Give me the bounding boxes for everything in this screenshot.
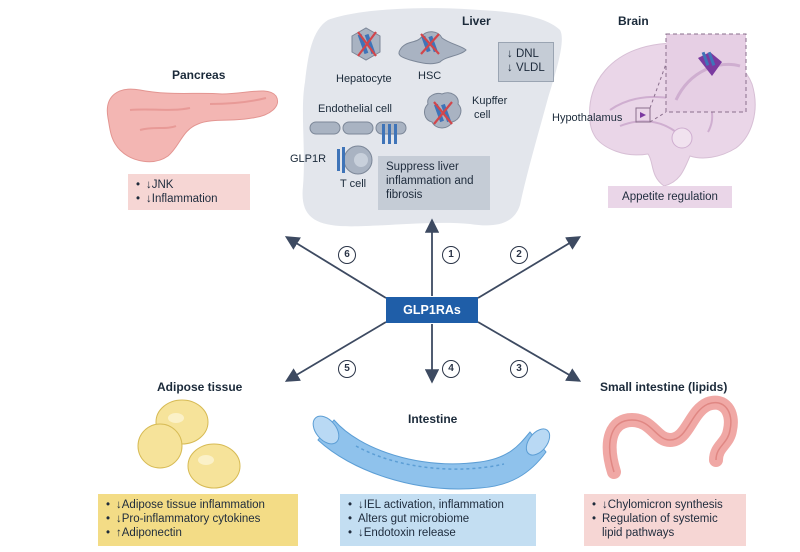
hsc-label: HSC — [418, 70, 442, 82]
brain-icon — [589, 33, 756, 187]
intestine-effect-item: Alters gut microbiome — [348, 512, 528, 526]
liver-effect-box: Suppress liver inflammation and fibrosis — [378, 156, 490, 210]
pancreas-title: Pancreas — [172, 68, 226, 82]
endothelial-cells-icon — [309, 121, 407, 144]
kupffer-label-line2: cell — [474, 109, 491, 121]
adipose-effect-item: ↓Pro-inflammatory cytokines — [106, 512, 290, 526]
dnl-line: ↓ DNL — [507, 48, 539, 60]
intestine-title: Intestine — [408, 412, 458, 426]
adipose-cells-icon — [137, 399, 241, 489]
arrow-pancreas — [284, 236, 387, 299]
intestine-effect-box: ↓IEL activation, inflammation Alters gut… — [340, 494, 536, 546]
pancreas-effect-item: ↓Inflammation — [136, 192, 242, 206]
kupffer-label-line1: Kupffer — [472, 95, 508, 107]
hepatocyte-label: Hepatocyte — [336, 73, 392, 85]
pancreas-effect-item: ↓JNK — [136, 178, 242, 192]
small-intestine-effect-item: ↓Chylomicron synthesis — [592, 498, 738, 512]
small-intestine-effect-continuation: lipid pathways — [602, 527, 675, 539]
liver-effect-line1: Suppress liver — [386, 161, 459, 173]
intestine-icon — [312, 415, 551, 490]
arrow-small-intestine — [477, 321, 582, 382]
brain-effect-box: Appetite regulation — [608, 186, 732, 208]
liver-effect-line2: inflammation and — [386, 175, 474, 187]
t-cell-icon — [337, 145, 373, 175]
adipose-effect-item: ↑Adiponectin — [106, 526, 290, 540]
endothelial-label: Endothelial cell — [318, 103, 392, 115]
dnl-vldl-box: ↓ DNL ↓ VLDL — [498, 42, 554, 82]
arrow-adipose — [284, 321, 387, 382]
vldl-line: ↓ VLDL — [507, 62, 545, 74]
pathway-number-1: 1 — [442, 246, 460, 264]
pathway-number-3: 3 — [510, 360, 528, 378]
small-intestine-title: Small intestine (lipids) — [600, 380, 728, 394]
adipose-effect-box: ↓Adipose tissue inflammation ↓Pro-inflam… — [98, 494, 298, 546]
pathway-number-2: 2 — [510, 246, 528, 264]
hypothalamus-label: Hypothalamus — [552, 112, 623, 124]
hsc-icon — [398, 31, 467, 65]
small-intestine-icon — [602, 395, 738, 479]
tcell-label: T cell — [340, 178, 367, 190]
arrow-brain — [477, 236, 582, 299]
small-intestine-effect-box: ↓Chylomicron synthesis Regulation of sys… — [584, 494, 746, 546]
brain-effect-text: Appetite regulation — [622, 191, 718, 203]
pathway-number-4: 4 — [442, 360, 460, 378]
intestine-effect-item: ↓Endotoxin release — [348, 526, 528, 540]
adipose-effect-item: ↓Adipose tissue inflammation — [106, 498, 290, 512]
liver-title: Liver — [462, 14, 491, 28]
intestine-effect-item: ↓IEL activation, inflammation — [348, 498, 528, 512]
pathway-number-5: 5 — [338, 360, 356, 378]
adipose-title: Adipose tissue — [157, 380, 243, 394]
pancreas-icon — [106, 88, 278, 163]
liver-effect-line3: fibrosis — [386, 189, 423, 201]
hepatocyte-icon — [351, 27, 381, 61]
glp1r-label: GLP1R — [290, 153, 327, 165]
small-intestine-effect-item: Regulation of systemic — [592, 512, 738, 526]
arrows — [284, 218, 582, 384]
pancreas-effect-box: ↓JNK ↓Inflammation — [128, 174, 250, 210]
pathway-number-6: 6 — [338, 246, 356, 264]
brain-title: Brain — [618, 14, 649, 28]
kupffer-cell-icon — [424, 92, 462, 129]
glp1ras-center-label: GLP1RAs — [386, 297, 478, 323]
